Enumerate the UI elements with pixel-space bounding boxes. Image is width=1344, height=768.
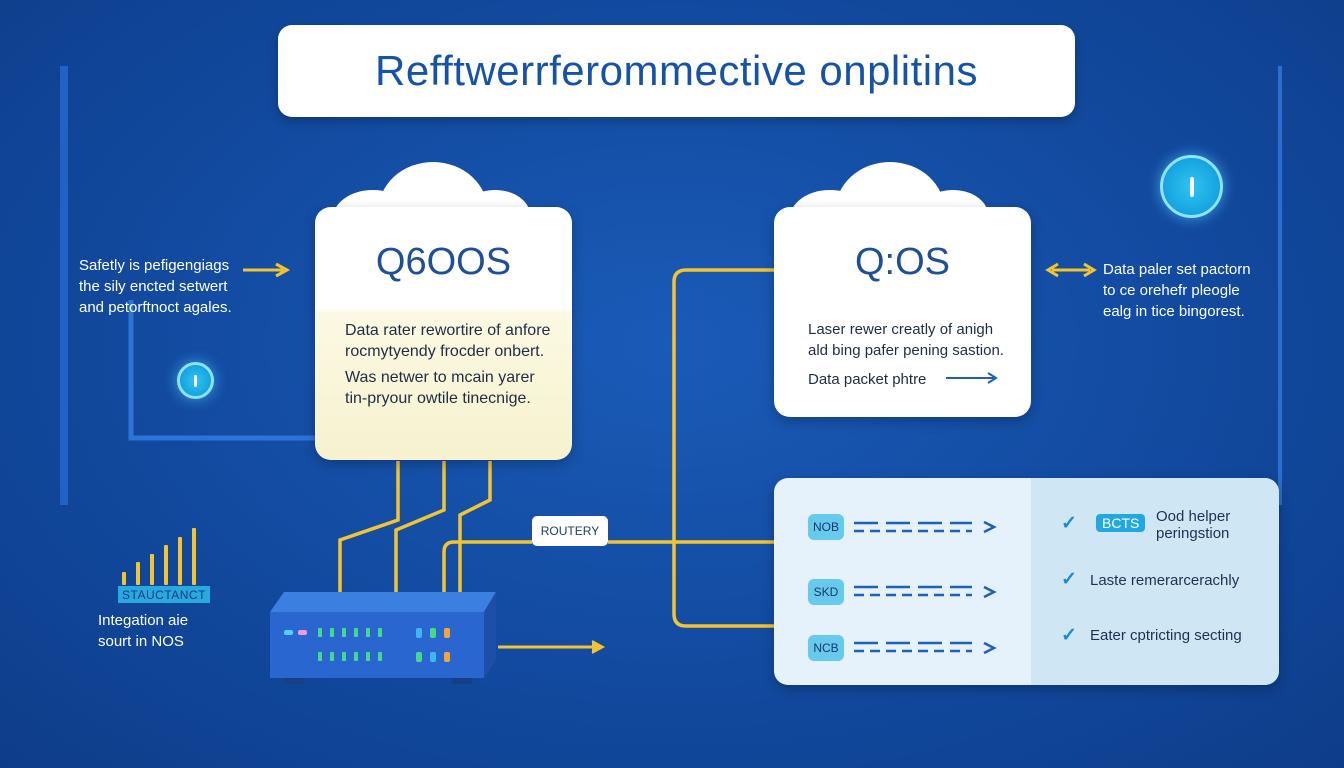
card-paragraph: Data rater rewortire of anfore rocmytyen… [345,320,550,362]
arrow-right-icon [946,372,998,384]
left-note: Safetly is pefigengiags the sily encted … [79,255,232,318]
wire-2 [394,461,446,595]
check-text-line: peringstion [1156,525,1230,542]
card-paragraph: Was netwer to mcain yarer tin-pryour owt… [345,367,535,409]
wire-1 [338,461,400,595]
signal-bar [122,572,126,585]
page-title: Refftwerrferommective onplitins [375,47,978,94]
signal-bar [164,545,168,585]
check-item-text: Laste remerarcerachly [1090,572,1240,589]
arrow-label: Data packet phtre [808,371,927,388]
power-icon [194,374,197,387]
check-item-text: Eater cptricting secting [1090,627,1242,644]
row-pill: SKD [808,579,844,605]
note-line: to ce orehefr pleogle [1103,282,1240,299]
row-pill: NCB [808,635,844,661]
check-icon: ✓ [1061,569,1077,590]
arrow-right-icon [983,520,997,534]
check-badge: BCTS [1096,514,1146,532]
power-icon [1189,176,1194,197]
note-line: and petorftnoct agales. [79,299,232,316]
signal-bars-icon [122,525,204,585]
router-label: ROUTERY [532,516,608,546]
note-line: sourt in NOS [98,633,184,650]
power-button-left[interactable] [177,362,214,399]
check-icon: ✓ [1061,625,1077,646]
wire-3 [458,461,492,595]
blue-connector [128,300,316,441]
router-leds [284,628,450,662]
card-heading: Q6OOS [375,241,512,283]
qos-card-left: Q6OOS Data rater rewortire of anfore roc… [315,207,572,460]
check-badge-wrap: BCTS [1096,514,1146,533]
note-line: Integation aie [98,612,189,629]
card-text-line: Data rater rewortire of anfore [345,322,551,339]
note-line: ealg in tice bingorest. [1103,303,1245,320]
panel-checklist-area [1031,478,1279,685]
check-text-line: Ood helper [1156,508,1231,525]
card-text-line: ald bing pafer pening sastion. [808,342,1004,359]
card-text-line: tin-pryour owtile tinecnige. [345,390,531,407]
signal-bar [192,528,196,585]
signal-bar [136,562,140,585]
right-note: Data paler set pactorn to ce orehefr ple… [1103,259,1251,322]
router-device-icon [270,592,496,684]
dashed-arrows [854,520,997,655]
arrow-right-icon [983,641,997,655]
card-text-line: rocmytyendy frocder onbert. [345,343,545,360]
title-banner: Refftwerrferommective onplitins [278,25,1075,117]
card-text-line: Laser rewer creatly of anigh [808,321,994,338]
signal-bar [150,554,154,585]
wire-4 [442,540,532,595]
note-line: the sily encted setwert [79,278,228,295]
qos-card-right: Q:OS Laser rewer creatly of anigh ald bi… [774,207,1031,417]
qos-detail-panel: NOB SKD NCB ✓ BCTS Ood helper peringstio… [774,478,1279,685]
row-pill: NOB [808,514,844,540]
note-line: Data paler set pactorn [1103,261,1251,278]
arrow-right-icon [983,585,997,599]
signal-bar [178,537,182,585]
check-icon: ✓ [1061,513,1077,534]
power-button-right[interactable] [1160,155,1223,218]
card-text-line: Was netwer to mcain yarer [345,369,535,386]
note-line: Safetly is pefigengiags [79,257,230,274]
card-paragraph: Laser rewer creatly of anigh ald bing pa… [808,319,1004,361]
integration-note: Integation aie sourt in NOS [98,610,188,652]
card-heading: Q:OS [854,241,951,283]
wire-loop [672,268,774,628]
check-item-text: Ood helper peringstion [1156,508,1230,542]
status-badge: STAUCTANCT [118,586,210,603]
